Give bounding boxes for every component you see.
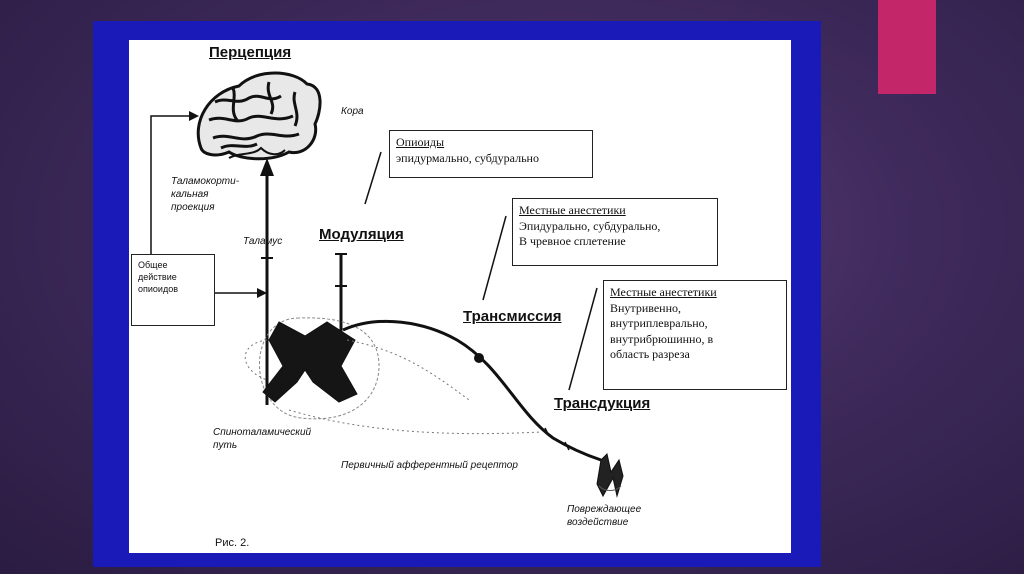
- general-opioid-box: Общее действие опиоидов: [131, 254, 215, 326]
- fiber-ticks: [544, 427, 570, 451]
- anesthetics-2-leader-line: [568, 287, 598, 391]
- thalamocortical-label-2: кальная: [171, 189, 209, 200]
- thalamocortical-label-3: проекция: [171, 202, 215, 213]
- damaging-stimulus-icon: [596, 453, 624, 498]
- spinal-cord-outline: [259, 317, 380, 420]
- opioid-action-arrow-icon: [257, 288, 267, 298]
- thalamus-label: Таламус: [243, 236, 283, 247]
- modulation-heading: Модуляция: [319, 226, 404, 243]
- ascending-arrow-icon: [260, 158, 274, 176]
- figure-caption: Рис. 2.: [215, 537, 250, 549]
- dotted-link: [244, 339, 268, 381]
- local-anesthetics-box-2: Местные анестетики Внутривенно, внутрипл…: [603, 280, 787, 390]
- pain-pathway-figure: Перцепция Модуляция Трансмиссия Трансдук…: [129, 40, 791, 553]
- dotted-link-inner: [346, 339, 470, 401]
- thalamus-synapse: [261, 252, 273, 264]
- accent-bar: [878, 0, 936, 94]
- local-anesthetics-box-1: Местные анестетики Эпидурально, субдурал…: [512, 198, 718, 266]
- anesthetics-leader-line: [482, 215, 507, 301]
- spinothalamic-label-1: Спиноталамический: [213, 427, 312, 438]
- thalamocortical-line: [150, 115, 189, 258]
- local-anesthetics-1-title: Местные анестетики: [519, 203, 626, 217]
- transduction-heading: Трансдукция: [554, 395, 651, 412]
- opioids-leader-line: [364, 151, 382, 205]
- primary-afferent-label: Первичный афферентный рецептор: [341, 460, 518, 471]
- local-anesthetics-2-title: Местные анестетики: [610, 285, 717, 299]
- diagram-graphics: [150, 71, 624, 498]
- primary-afferent-fiber: [342, 319, 602, 462]
- dotted-link-lower: [288, 409, 542, 435]
- opioids-box-title: Опиоиды: [396, 135, 445, 149]
- dorsal-root-ganglion: [474, 353, 484, 363]
- spinal-gray-matter: [262, 321, 358, 403]
- modulation-synapse: [335, 253, 347, 287]
- thalamocortical-arrow-icon: [189, 111, 199, 121]
- spinothalamic-label-2: путь: [213, 440, 238, 451]
- damaging-label-2: воздействие: [567, 517, 629, 528]
- opioids-box: Опиоиды эпидурмально, субдурально: [389, 130, 593, 178]
- damaging-label-1: Повреждающее: [567, 504, 642, 515]
- perception-heading: Перцепция: [209, 44, 292, 61]
- cortex-label: Кора: [341, 106, 364, 117]
- transmission-heading: Трансмиссия: [463, 308, 562, 325]
- thalamocortical-label-1: Таламокорти-: [171, 176, 240, 187]
- brain-image: [196, 71, 322, 161]
